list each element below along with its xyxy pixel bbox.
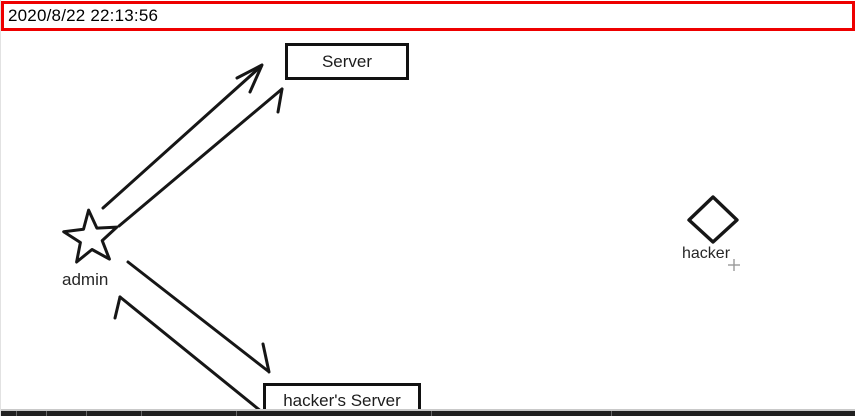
hackers-server-node-label: hacker's Server	[283, 390, 401, 410]
hacker-diamond-shape	[687, 195, 739, 244]
admin-label: admin	[62, 270, 109, 289]
taskbar-separator	[141, 411, 142, 416]
arrow-admin-to-server-1	[101, 63, 264, 210]
server-node-label: Server	[321, 51, 373, 71]
taskbar-strip[interactable]	[1, 411, 855, 416]
taskbar-separator	[46, 411, 47, 416]
taskbar-separator	[611, 411, 612, 416]
taskbar-separator	[16, 411, 17, 416]
taskbar-separator	[236, 411, 237, 416]
server-node: Server	[285, 43, 409, 80]
taskbar-separator	[86, 411, 87, 416]
arrow-admin-to-hackers-server	[126, 260, 271, 374]
arrow-hackers-server-to-admin	[113, 295, 264, 414]
timestamp-text: 2020/8/22 22:13:56	[8, 6, 159, 25]
admin-star-shape	[62, 208, 119, 264]
timestamp-overlay: 2020/8/22 22:13:56	[1, 1, 855, 31]
arrow-admin-to-server-2	[117, 87, 284, 228]
taskbar-hairline	[1, 409, 855, 411]
taskbar-separator	[431, 411, 432, 416]
crosshair-cursor	[728, 259, 740, 271]
hacker-label: hacker	[682, 245, 731, 262]
